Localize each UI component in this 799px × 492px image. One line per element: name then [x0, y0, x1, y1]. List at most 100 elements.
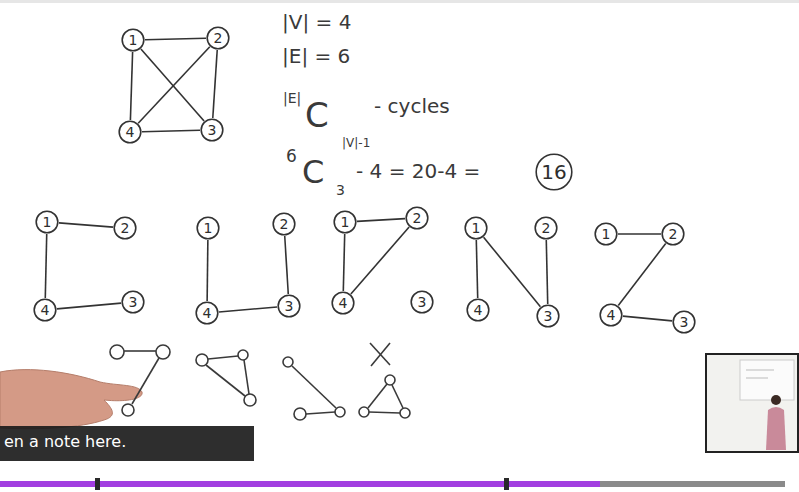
- label-holder: |E|: [283, 90, 301, 106]
- sketch-edge: [392, 385, 403, 408]
- graph-edge: [213, 50, 217, 118]
- circle-outline: [334, 211, 356, 233]
- circle-outline: [273, 213, 295, 235]
- presenter-hand: [0, 370, 142, 429]
- sketch-edge: [124, 350, 156, 352]
- graph-edge: [618, 244, 665, 306]
- sketch-edge: [206, 365, 245, 396]
- formula-text: - cycles: [374, 94, 450, 118]
- vertex-number: 1: [602, 227, 611, 241]
- graph-edge: [546, 240, 547, 304]
- vertex-number: 4: [126, 125, 135, 139]
- circle-outline: [535, 217, 557, 239]
- vertex-number: 2: [214, 31, 223, 45]
- label-holder: - cycles: [374, 96, 450, 116]
- circle-outline: [34, 299, 56, 321]
- vertex-circle: 1: [464, 216, 488, 240]
- formula-text: |V|-1: [342, 136, 370, 150]
- vertex-number: 16: [541, 162, 566, 182]
- circle-outline: [662, 223, 684, 245]
- vertex-number: 2: [280, 217, 289, 231]
- vertex-circle: 3: [277, 294, 301, 318]
- vertex-circle: 1: [35, 210, 59, 234]
- circle-outline: [278, 295, 300, 317]
- caption-text: en a note here.: [4, 432, 126, 451]
- circle-outline: [537, 305, 559, 327]
- vertex-circle: 2: [405, 206, 429, 230]
- label-holder: |V|-1: [342, 134, 370, 150]
- sketch-vertex: [122, 404, 134, 416]
- sketch-vertex: [335, 407, 345, 417]
- label-holder: |E| = 6: [282, 46, 350, 66]
- formula-text: 6: [286, 146, 297, 166]
- vertex-circle: 3: [672, 310, 696, 334]
- thumbnail-scribble: [746, 370, 774, 371]
- vertex-circle: 2: [206, 26, 230, 50]
- vertex-number: 4: [339, 296, 348, 310]
- caption-box: [0, 426, 254, 461]
- graph-edge: [145, 38, 206, 39]
- sketch-edge: [292, 366, 336, 408]
- formula-text: |V| = 4: [282, 10, 351, 34]
- sketch-vertex: [110, 345, 124, 359]
- circle-outline: [406, 207, 428, 229]
- graph-edge: [45, 234, 46, 298]
- vertex-number: 4: [41, 303, 50, 317]
- circle-outline: [197, 217, 219, 239]
- vertex-number: 4: [607, 308, 616, 322]
- sketch-vertex: [283, 357, 293, 367]
- circle-outline: [536, 154, 572, 190]
- sketch-vertex: [196, 354, 208, 366]
- vertex-circle: 1: [196, 216, 220, 240]
- vertex-number: 2: [413, 211, 422, 225]
- result-circle: 16: [535, 153, 573, 191]
- vertex-circle: 2: [534, 216, 558, 240]
- sketch-vertex: [385, 375, 395, 385]
- vertex-number: 1: [43, 215, 52, 229]
- label-holder: C: [305, 98, 329, 132]
- graph-edge: [57, 303, 121, 309]
- circle-outline: [673, 311, 695, 333]
- graph-edge: [206, 240, 208, 301]
- circle-outline: [122, 29, 144, 51]
- graph-edge: [219, 307, 277, 312]
- formula-text: |E| = 6: [282, 44, 350, 68]
- vertex-circle: 3: [536, 304, 560, 328]
- circle-outline: [122, 291, 144, 313]
- sketch-vertex: [238, 350, 248, 360]
- vertex-circle: 4: [331, 291, 355, 315]
- video-thumbnail: [706, 354, 798, 452]
- circle-outline: [196, 302, 218, 324]
- vertex-number: 2: [121, 221, 130, 235]
- vertex-number: 2: [669, 227, 678, 241]
- circle-outline: [600, 304, 622, 326]
- circle-outline: [332, 292, 354, 314]
- sketch-vertex: [359, 407, 369, 417]
- label-holder: 3: [336, 182, 345, 198]
- thumbnail-person-head: [771, 395, 781, 405]
- circle-outline: [119, 121, 141, 143]
- graph-edge: [285, 236, 289, 294]
- vertex-circle: 2: [661, 222, 685, 246]
- vertex-number: 1: [341, 215, 350, 229]
- vertex-circle: 3: [200, 118, 224, 142]
- top-edge: [0, 0, 799, 3]
- graph-edge: [484, 237, 541, 306]
- sketch-edge: [306, 412, 335, 414]
- circle-outline: [36, 211, 58, 233]
- vertex-circle: 2: [113, 216, 137, 240]
- sketch-edge: [369, 412, 400, 413]
- vertex-number: 4: [203, 306, 212, 320]
- graph-edge: [357, 219, 405, 222]
- thumbnail-person-body: [766, 407, 786, 450]
- vertex-circle: 4: [195, 301, 219, 325]
- sketch-edge: [368, 384, 387, 408]
- cross-mark: [371, 343, 390, 366]
- vertex-circle: 2: [272, 212, 296, 236]
- progress-track: [0, 481, 785, 487]
- vertex-circle: 3: [410, 290, 434, 314]
- graph-edge: [130, 52, 132, 120]
- cross-mark: [370, 343, 390, 365]
- player-strip: [0, 476, 799, 492]
